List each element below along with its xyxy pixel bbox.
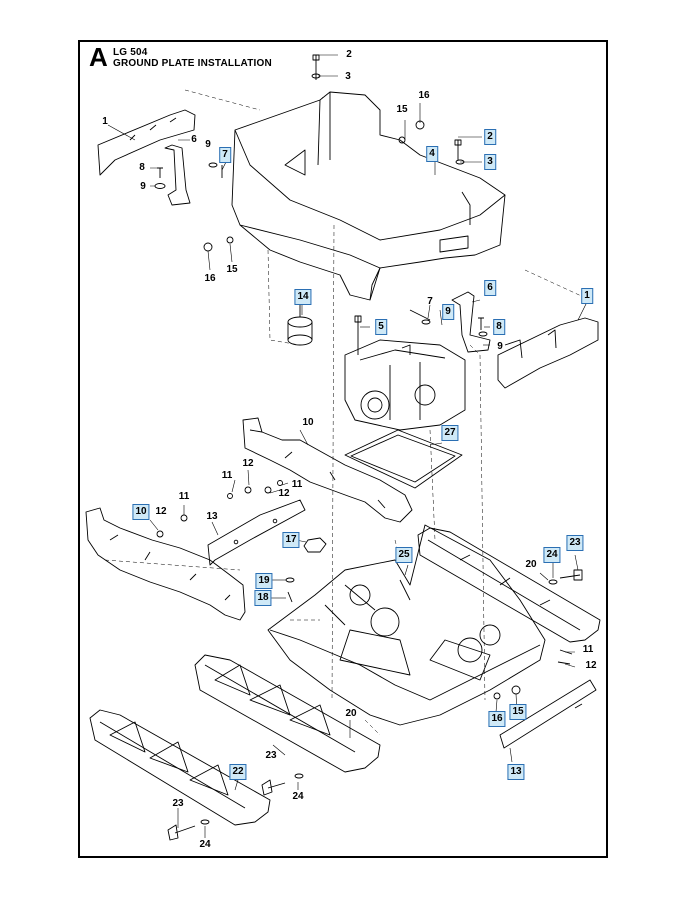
- part-callout-10: 10: [302, 417, 314, 428]
- part-callout-24: 24: [199, 839, 211, 850]
- part-callout-9: 9: [205, 139, 211, 150]
- part-callout-7: 7: [219, 147, 231, 163]
- leader-lines: [107, 54, 589, 838]
- side-plate-upper-part: [242, 417, 413, 523]
- right-l-bracket-part: [451, 291, 491, 353]
- part-callout-12: 12: [585, 660, 597, 671]
- bottom-plate-part: [267, 524, 546, 726]
- part-callout-20: 20: [345, 708, 357, 719]
- part-callout-23: 23: [265, 750, 277, 761]
- part-callout-11: 11: [291, 479, 303, 490]
- part-callout-8: 8: [139, 162, 145, 173]
- part-callout-1: 1: [581, 288, 593, 304]
- rubber-pad-upper-part: [194, 654, 381, 773]
- part-callout-12: 12: [278, 488, 290, 499]
- part-callout-14: 14: [294, 289, 312, 305]
- exciter-unit-part: [344, 339, 466, 431]
- thin-plate-upper-part: [207, 499, 306, 566]
- part-callout-8: 8: [493, 319, 505, 335]
- part-callout-12: 12: [155, 506, 167, 517]
- part-callout-15: 15: [226, 264, 238, 275]
- thin-plate-right-part: [499, 679, 597, 749]
- part-callout-23: 23: [566, 535, 584, 551]
- rubber-pad-lower-part: [89, 709, 271, 826]
- part-callout-11: 11: [582, 644, 594, 655]
- part-callout-17: 17: [282, 532, 300, 548]
- part-callout-11: 11: [178, 491, 190, 502]
- part-callout-4: 4: [426, 146, 438, 162]
- main-frame-part: [231, 91, 506, 301]
- part-callout-13: 13: [507, 764, 525, 780]
- section-letter: A: [89, 42, 108, 72]
- part-callout-24: 24: [543, 547, 561, 563]
- part-callout-22: 22: [229, 764, 247, 780]
- part-callout-11: 11: [221, 470, 233, 481]
- part-callout-25: 25: [395, 547, 413, 563]
- section-title: GROUND PLATE INSTALLATION: [113, 58, 272, 69]
- part-callout-3: 3: [484, 154, 496, 170]
- part-callout-6: 6: [484, 280, 496, 296]
- part-callout-10: 10: [132, 504, 150, 520]
- rubber-pad-right-part: [417, 527, 601, 643]
- left-l-bracket-part: [164, 144, 191, 206]
- right-bracket-part: [497, 317, 599, 389]
- dashed-alignment-lines: [104, 89, 591, 736]
- part-callout-2: 2: [346, 49, 352, 60]
- part-callout-13: 13: [206, 511, 218, 522]
- gasket-part: [344, 429, 463, 489]
- part-callout-20: 20: [525, 559, 537, 570]
- part-callout-5: 5: [375, 319, 387, 335]
- left-bracket-part: [97, 109, 196, 176]
- part-callout-18: 18: [254, 590, 272, 606]
- part-callout-3: 3: [345, 71, 351, 82]
- part-callout-12: 12: [242, 458, 254, 469]
- side-plate-lower-part: [85, 507, 246, 621]
- part-callout-19: 19: [255, 573, 273, 589]
- part-callout-16: 16: [488, 711, 506, 727]
- part-callout-23: 23: [172, 798, 184, 809]
- part-callout-24: 24: [292, 791, 304, 802]
- part-callout-27: 27: [441, 425, 459, 441]
- rubber-buffer-part: [287, 305, 313, 346]
- part-callout-2: 2: [484, 129, 496, 145]
- part-callout-16: 16: [204, 273, 216, 284]
- model-title: LG 504: [113, 47, 148, 58]
- part-callout-9: 9: [442, 304, 454, 320]
- part-callout-9: 9: [140, 181, 146, 192]
- part-callout-6: 6: [191, 134, 197, 145]
- part-callout-9: 9: [497, 341, 503, 352]
- part-callout-15: 15: [509, 704, 527, 720]
- part-callout-16: 16: [418, 90, 430, 101]
- part-callout-1: 1: [102, 116, 108, 127]
- diagram-frame: [78, 40, 608, 858]
- part-callout-15: 15: [396, 104, 408, 115]
- part-callout-7: 7: [427, 296, 433, 307]
- fasteners: [154, 54, 583, 841]
